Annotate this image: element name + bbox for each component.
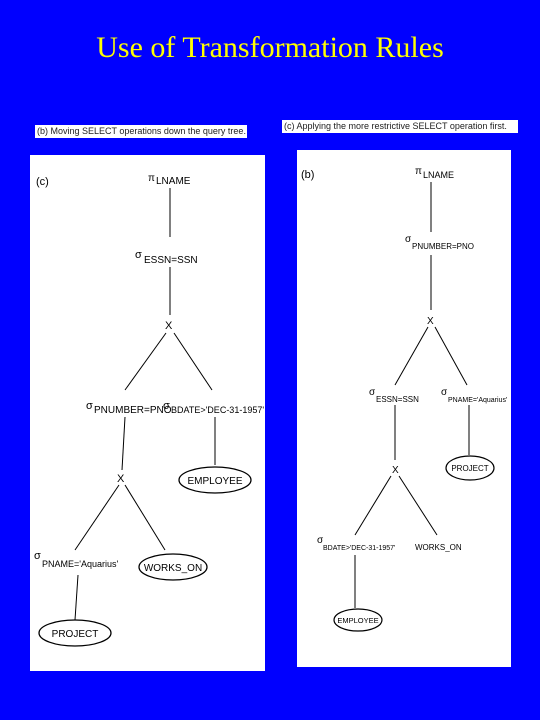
- query-tree-panel-b: (b) π LNAME σ PNUMBER=PNO X σ ESSN=SSN σ…: [297, 150, 511, 667]
- cartesian-product-2: X: [392, 465, 399, 476]
- query-tree-panel-c: (c) π LNAME σ ESSN=SSN X σ PNUMBER=PNO σ…: [30, 155, 265, 671]
- bdate-condition: BDATE>'DEC-31-1957': [171, 405, 264, 415]
- pi-attr: LNAME: [423, 170, 454, 180]
- works-on-relation-node: WORKS_ON: [415, 543, 462, 552]
- sigma-symbol: σ: [34, 550, 41, 562]
- project-label: PROJECT: [52, 629, 99, 640]
- caption-right: (c) Applying the more restrictive SELECT…: [282, 120, 518, 133]
- project-relation-node: PROJECT: [38, 619, 112, 647]
- pname-condition: PNAME='Aquarius': [448, 397, 507, 404]
- tree-c-label: (c): [36, 176, 49, 188]
- employee-relation-node: EMPLOYEE: [178, 466, 252, 494]
- select-bdate-node: σ BDATE>'DEC-31-1957': [317, 535, 395, 552]
- select-essn-ssn-node: σ ESSN=SSN: [135, 249, 198, 266]
- pi-attr: LNAME: [156, 176, 191, 187]
- works-on-label: WORKS_ON: [144, 563, 202, 574]
- employee-label: EMPLOYEE: [187, 476, 242, 487]
- tree-b-label: (b): [301, 169, 314, 181]
- select-pname-node: σ PNAME='Aquarius': [441, 387, 507, 404]
- pi-symbol: π: [415, 166, 422, 177]
- bdate-condition: BDATE>'DEC-31-1957': [323, 545, 395, 552]
- sigma-symbol: σ: [86, 400, 93, 412]
- cartesian-product-1: X: [165, 320, 173, 332]
- pnumber-condition: PNUMBER=PNO: [412, 242, 474, 251]
- cartesian-product-2: X: [117, 473, 125, 485]
- employee-label: EMPLOYEE: [337, 616, 378, 625]
- select-essn-ssn-node: σ ESSN=SSN: [369, 387, 419, 404]
- tree-c-edges: [74, 188, 216, 621]
- query-tree-b: (b) π LNAME σ PNUMBER=PNO X σ ESSN=SSN σ…: [301, 166, 507, 632]
- project-label: PROJECT: [451, 464, 488, 473]
- select-pnumber-pno-node: σ PNUMBER=PNO: [405, 234, 474, 251]
- sigma-symbol: σ: [317, 535, 324, 546]
- pname-condition: PNAME='Aquarius': [42, 559, 119, 569]
- project-lname-node: π LNAME: [148, 173, 191, 187]
- sigma-symbol: σ: [369, 387, 376, 398]
- project-lname-node: π LNAME: [415, 166, 454, 180]
- slide-title: Use of Transformation Rules: [96, 31, 444, 64]
- query-tree-c: (c) π LNAME σ ESSN=SSN X σ PNUMBER=PNO σ…: [34, 173, 264, 647]
- pnumber-condition: PNUMBER=PNO: [94, 405, 172, 416]
- sigma-symbol: σ: [441, 387, 448, 398]
- cartesian-product-1: X: [427, 316, 434, 327]
- select-pname-node: σ PNAME='Aquarius': [34, 550, 119, 569]
- select-bdate-node: σ BDATE>'DEC-31-1957': [163, 400, 264, 415]
- select-pnumber-pno-node: σ PNUMBER=PNO: [86, 400, 172, 416]
- sigma-symbol: σ: [405, 234, 412, 245]
- employee-relation-node: EMPLOYEE: [333, 608, 383, 632]
- join-condition: ESSN=SSN: [144, 255, 198, 266]
- works-on-relation-node: WORKS_ON: [138, 553, 208, 581]
- caption-left: (b) Moving SELECT operations down the qu…: [35, 125, 247, 138]
- join-condition: ESSN=SSN: [376, 395, 419, 404]
- tree-b-edges: [354, 182, 470, 608]
- sigma-symbol: σ: [135, 249, 142, 261]
- project-relation-node: PROJECT: [445, 455, 495, 481]
- sigma-symbol: σ: [163, 400, 170, 412]
- pi-symbol: π: [148, 173, 155, 184]
- works-on-label: WORKS_ON: [415, 543, 462, 552]
